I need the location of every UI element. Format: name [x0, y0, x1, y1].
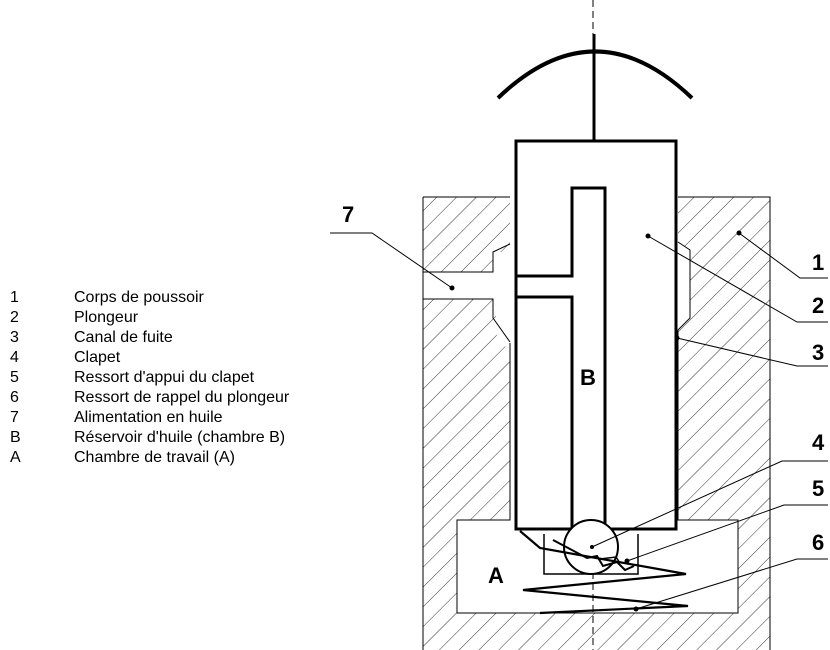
leak-channel-gap [676, 242, 690, 330]
return-spring [519, 530, 689, 615]
legend-key: B [10, 429, 21, 446]
legend-text: Ressort de rappel du plongeur [74, 389, 290, 406]
legend-row: A Chambre de travail (A) [8, 448, 338, 468]
legend-row: 5 Ressort d'appui du clapet [8, 368, 338, 388]
callout-4: 4 [812, 430, 825, 455]
legend-text: Corps de poussoir [74, 289, 204, 306]
legend-text: Réservoir d'huile (chambre B) [74, 429, 286, 446]
legend-key: 4 [10, 349, 19, 366]
legend-text: Ressort d'appui du clapet [74, 369, 255, 386]
legend-row: 4 Clapet [8, 348, 338, 368]
callout-5: 5 [812, 476, 824, 501]
legend-row: B Réservoir d'huile (chambre B) [8, 428, 338, 448]
legend-row: 7 Alimentation en huile [8, 408, 338, 428]
legend-key: 7 [10, 409, 19, 426]
tappet-body-housing [422, 196, 771, 650]
legend-row: 3 Canal de fuite [8, 328, 338, 348]
valve-cage [543, 534, 639, 575]
legend-key: 2 [10, 309, 19, 326]
legend-row: 2 Plongeur [8, 308, 338, 328]
callout-2: 2 [812, 293, 824, 318]
legend-text: Canal de fuite [74, 329, 173, 346]
callout-3: 3 [812, 340, 824, 365]
legend-row: 1 Corps de poussoir [8, 288, 338, 308]
chamber-a-label: A [488, 563, 504, 588]
legend-key: 6 [10, 389, 19, 406]
legend-text: Alimentation en huile [74, 409, 223, 426]
legend-key: 1 [10, 289, 19, 306]
legend-key: 5 [10, 369, 19, 386]
legend-row: 6 Ressort de rappel du plongeur [8, 388, 338, 408]
valve-spring [552, 539, 635, 572]
legend-key: A [10, 449, 21, 466]
callout-6: 6 [812, 530, 824, 555]
legend-text: Clapet [74, 349, 121, 366]
plunger [514, 139, 678, 533]
callout-7: 7 [342, 202, 354, 227]
chamber-b-label: B [580, 365, 596, 390]
callout-1: 1 [812, 250, 824, 275]
legend-text: Plongeur [74, 309, 139, 326]
legend-key: 3 [10, 329, 19, 346]
legend: 1 Corps de poussoir 2 Plongeur 3 Canal d… [8, 288, 338, 468]
leader-lines [330, 232, 828, 610]
legend-text: Chambre de travail (A) [74, 449, 235, 466]
